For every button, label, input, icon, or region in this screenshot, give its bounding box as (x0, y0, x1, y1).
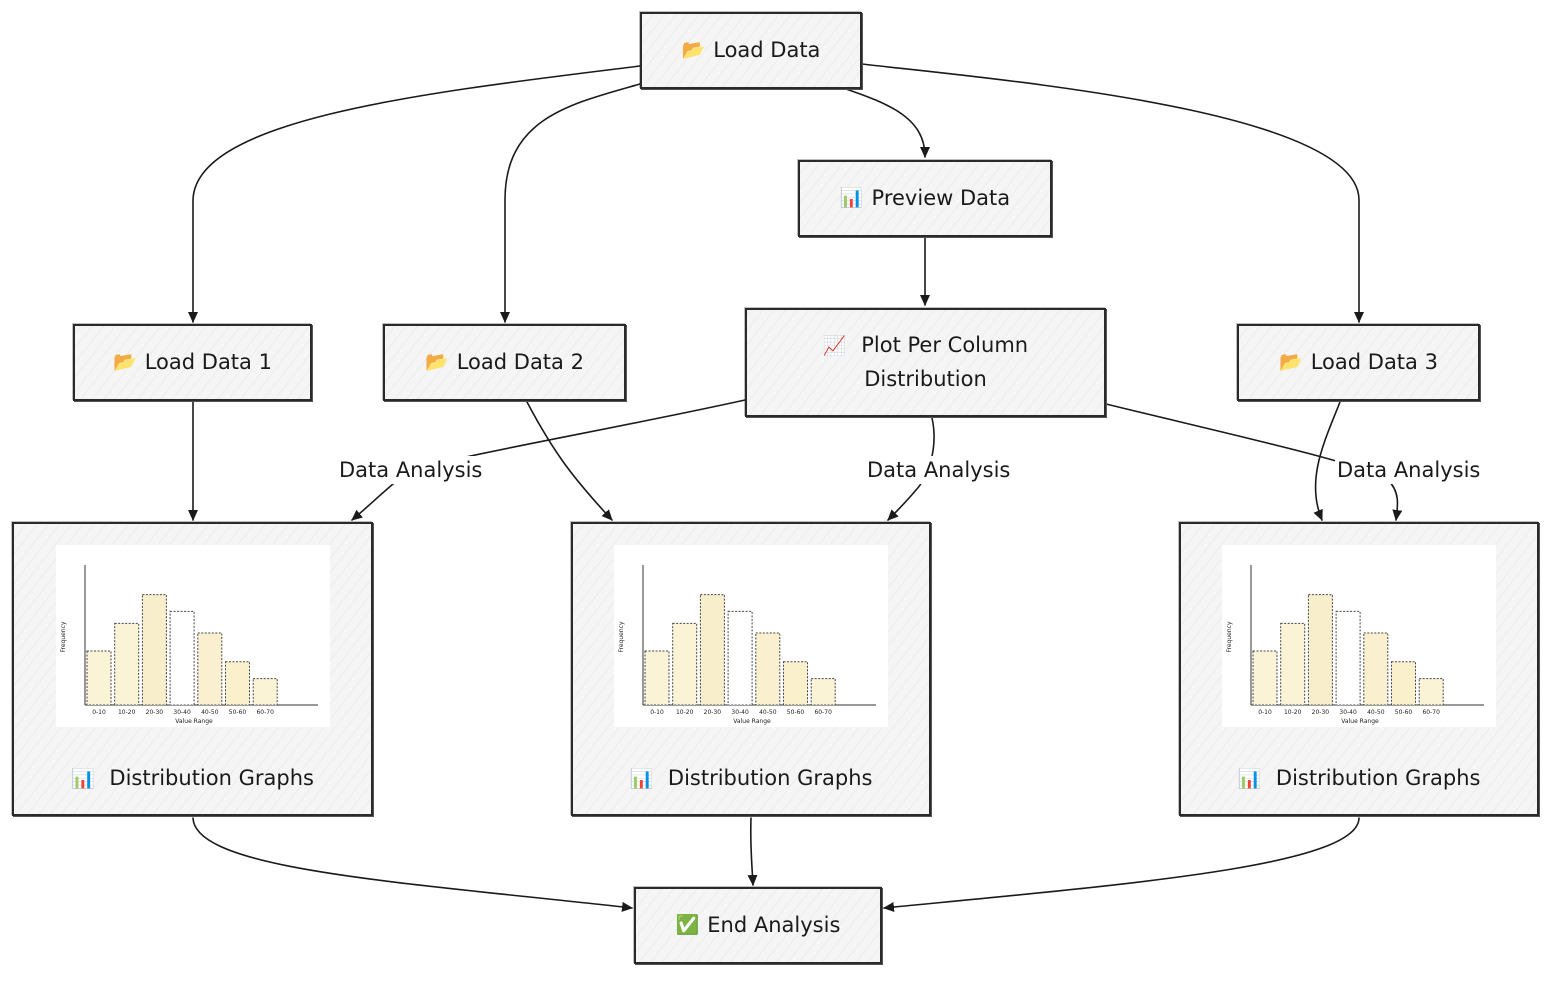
node-preview-data[interactable]: 📊 Preview Data (798, 160, 1052, 237)
histogram-bar (196, 632, 222, 706)
edge-label-data-analysis: Data Analysis (337, 456, 485, 484)
edge-label-data-analysis: Data Analysis (1335, 456, 1483, 484)
node-label: Load Data (713, 38, 821, 62)
x-tick-label: 20-30 (704, 709, 722, 716)
histogram-bar (672, 622, 698, 706)
edge-dist1-to-end (192, 817, 633, 912)
node-load-data-2[interactable]: 📂 Load Data 2 (383, 324, 626, 401)
node-label: Distribution Graphs (109, 766, 314, 790)
node-label: Distribution Graphs (667, 766, 873, 790)
histogram-bar (113, 622, 139, 706)
y-axis-label: Frequency (60, 621, 67, 652)
x-axis-label: Value Range (733, 718, 771, 725)
line-chart-icon: 📈 (822, 335, 847, 357)
edge-dist3-to-end (883, 817, 1360, 913)
x-tick-label: 40-50 (201, 709, 219, 716)
histogram-bar (783, 661, 808, 706)
histogram-bar (1335, 610, 1361, 706)
edge-load-to-load2 (500, 83, 641, 323)
x-tick-label: 0-10 (92, 709, 106, 716)
histogram-bar (1363, 632, 1389, 706)
node-label: Preview Data (871, 186, 1011, 210)
node-label: Load Data 2 (456, 350, 584, 374)
x-tick-label: 50-60 (1395, 709, 1413, 716)
node-label: Load Data 3 (1310, 350, 1438, 374)
edge-label-data-analysis: Data Analysis (865, 456, 1013, 484)
node-label: Distribution Graphs (1275, 766, 1481, 790)
histogram-bar (1252, 650, 1278, 706)
check-icon: ✅ (675, 914, 700, 936)
folder-icon: 📂 (1279, 351, 1303, 373)
x-tick-label: 10-20 (1284, 709, 1302, 716)
node-label: Load Data 1 (144, 350, 272, 374)
y-axis-label: Frequency (1226, 621, 1233, 652)
folder-icon: 📂 (113, 351, 137, 373)
node-end-analysis[interactable]: ✅ End Analysis (634, 887, 882, 964)
bar-chart-icon: 📊 (839, 187, 864, 209)
histogram-image: 0-10 10-20 20-30 30-40 40-50 50-60 60-70Value … (614, 545, 888, 727)
x-axis-label: Value Range (175, 718, 213, 725)
histogram-bar (1391, 661, 1416, 706)
x-tick-label: 20-30 (145, 709, 163, 716)
node-load-data-3[interactable]: 📂 Load Data 3 (1237, 324, 1480, 401)
x-axis-label: Value Range (1341, 718, 1379, 725)
edge-load-to-preview (842, 87, 930, 158)
edge-load3-to-dist3 (1313, 401, 1341, 521)
histogram-image: 0-10 10-20 20-30 30-40 40-50 50-60 60-70Value … (1222, 545, 1496, 727)
bar-chart-icon: 📊 (1237, 768, 1262, 790)
x-tick-label: 30-40 (173, 709, 191, 716)
histogram-bar (224, 661, 250, 706)
node-label-line2: Distribution (864, 367, 987, 391)
node-plot-per-column[interactable]: 📈 Plot Per Column Distribution (745, 308, 1106, 417)
x-tick-label: 60-70 (1422, 709, 1440, 716)
histogram-image: 0-10 10-20 20-30 30-40 40-50 50-60 60-70Value … (55, 545, 330, 727)
x-tick-label: 50-60 (787, 709, 805, 716)
histogram-bar (141, 594, 167, 706)
x-tick-label: 40-50 (1367, 709, 1385, 716)
histogram-bar (644, 650, 670, 706)
bar-chart-icon: 📊 (629, 768, 654, 790)
histogram-bar (727, 610, 753, 706)
histogram-bar (252, 678, 278, 706)
histogram-bar (810, 678, 836, 706)
node-load-data-1[interactable]: 📂 Load Data 1 (73, 324, 312, 401)
edge-load2-to-dist2 (526, 401, 613, 521)
histogram-bar (1418, 678, 1444, 706)
x-tick-label: 10-20 (676, 709, 694, 716)
node-label-line1: Plot Per Column (861, 333, 1029, 357)
edge-plot-to-dist2 (887, 417, 935, 521)
histogram-bar (699, 594, 725, 706)
y-axis-label: Frequency (618, 621, 625, 652)
histogram-bar (1280, 622, 1306, 706)
x-tick-label: 20-30 (1312, 709, 1330, 716)
bar-chart-icon: 📊 (71, 768, 95, 790)
x-tick-label: 40-50 (759, 709, 777, 716)
node-load-data[interactable]: 📂 Load Data (640, 12, 862, 89)
x-tick-label: 50-60 (228, 709, 246, 716)
edge-load-to-load1 (188, 65, 641, 323)
x-tick-label: 0-10 (650, 709, 664, 716)
histogram-bar (1307, 594, 1333, 706)
edge-load-to-load3 (861, 63, 1364, 323)
x-tick-label: 30-40 (1339, 709, 1357, 716)
histogram-bar (169, 610, 195, 706)
x-tick-label: 0-10 (1258, 709, 1272, 716)
x-tick-label: 60-70 (256, 709, 274, 716)
folder-icon: 📂 (681, 39, 706, 61)
node-label: End Analysis (707, 913, 841, 937)
x-tick-label: 10-20 (117, 709, 135, 716)
edge-dist2-to-end (747, 817, 758, 886)
folder-icon: 📂 (425, 351, 449, 373)
histogram-bar (86, 650, 111, 706)
histogram-bar (755, 632, 781, 706)
x-tick-label: 30-40 (731, 709, 749, 716)
x-tick-label: 60-70 (814, 709, 832, 716)
